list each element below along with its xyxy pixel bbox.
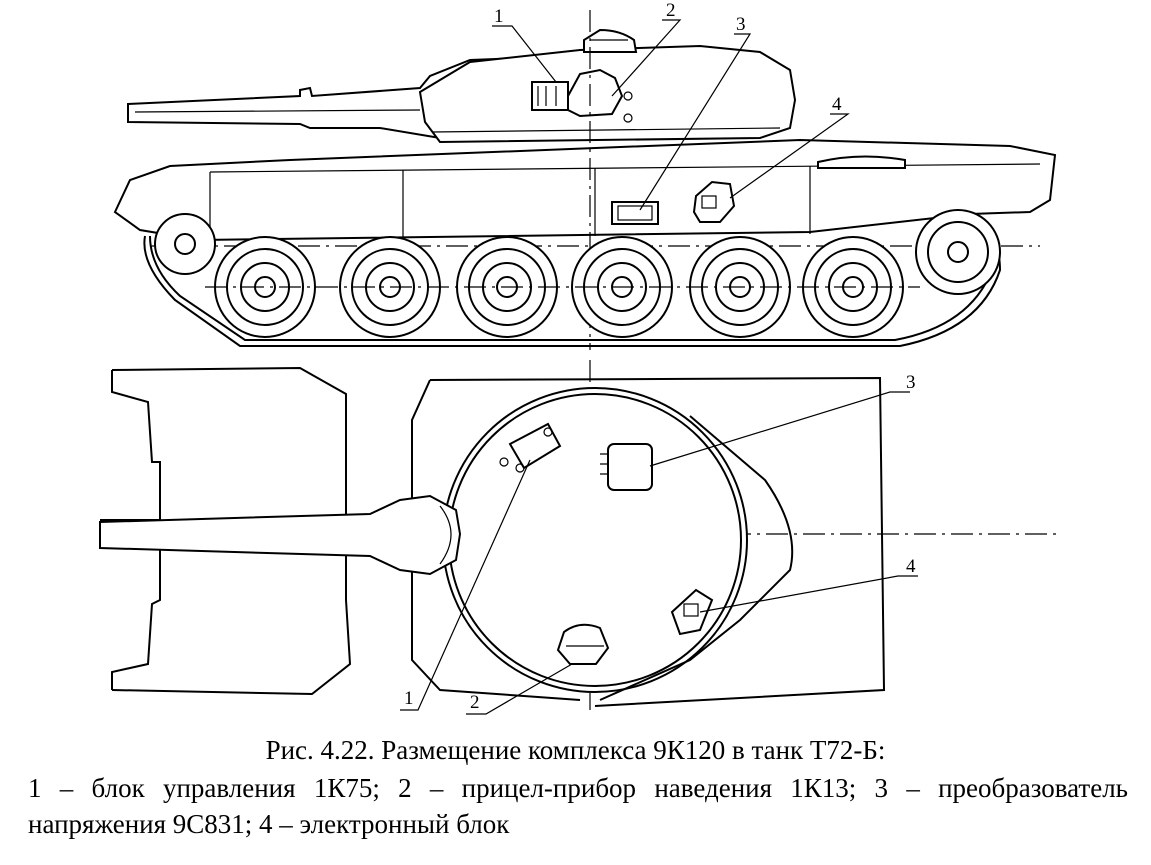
side-component-1-control-unit	[531, 81, 569, 111]
figure-caption-title: Рис. 4.22. Размещение комплекса 9К120 в …	[265, 735, 886, 765]
side-idler-wheel	[154, 213, 216, 275]
side-drive-sprocket	[915, 209, 1001, 295]
figure-caption-legend: 1 – блок управления 1К75; 2 – прицел-при…	[28, 773, 1128, 839]
top-gun-barrel	[99, 494, 462, 576]
side-callout-2: 2	[666, 0, 676, 21]
side-callouts: 1 2 3 4	[492, 0, 850, 211]
top-callout-3: 3	[906, 372, 916, 393]
tank-diagram: 1 2 3 4	[99, 0, 1060, 715]
side-callout-1: 1	[494, 6, 504, 27]
side-component-4-electronic-block	[692, 180, 736, 223]
top-callout-1: 1	[404, 688, 414, 709]
side-component-2-sight	[567, 68, 633, 123]
side-callout-4: 4	[832, 94, 842, 115]
top-component-4-electronic-block	[670, 588, 714, 636]
top-callouts: 3 4 1 2	[400, 372, 918, 715]
top-view: 3 4 1 2	[99, 360, 1060, 715]
top-component-1-control-unit	[499, 422, 562, 473]
side-component-3-converter	[611, 201, 659, 225]
top-component-3-converter	[600, 443, 653, 491]
top-turret	[442, 387, 794, 701]
side-callout-3: 3	[736, 14, 746, 35]
top-component-2-sight	[556, 623, 610, 665]
top-callout-2: 2	[470, 692, 480, 713]
side-road-wheels	[205, 236, 920, 338]
side-hull	[113, 10, 1057, 350]
side-view: 1 2 3 4	[113, 0, 1057, 350]
top-callout-4: 4	[906, 556, 916, 577]
